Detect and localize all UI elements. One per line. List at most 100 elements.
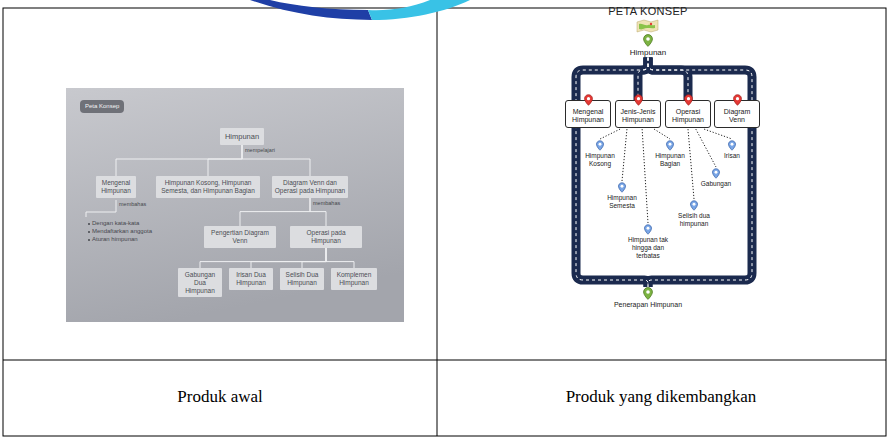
dotted-connector (622, 129, 627, 181)
concept-box: Himpunan (220, 128, 264, 145)
map-pin (643, 287, 653, 300)
map-icon (637, 20, 658, 32)
node-text: Selisih dua himpunan (676, 212, 712, 228)
concept-box: Irisan Dua Himpunan (229, 268, 273, 290)
concept-box: Mengenal Himpunan (96, 176, 136, 198)
node-text: Diagram Venn dan Operasi pada Himpunan (274, 179, 346, 195)
dotted-connector (696, 129, 716, 167)
table-border (3, 8, 886, 436)
node-text: Selisih Dua Himpunan (282, 271, 322, 287)
tree-line (251, 248, 326, 268)
node-text: Peta Konsep (85, 103, 119, 110)
watermark-swoosh (368, 0, 470, 20)
map-pin (643, 34, 653, 47)
concept-box: Diagram Venn dan Operasi pada Himpunan (272, 176, 348, 198)
node-text: Himpunan (222, 132, 262, 141)
dotted-connector (600, 129, 620, 139)
node-text: Himpunan Kosong (582, 152, 618, 168)
map-pin (596, 140, 604, 151)
subtopic-pin: Himpunan Kosong (582, 140, 618, 168)
start-pin: Himpunan (630, 34, 666, 58)
topic-box: Jenis-Jenis Himpunan (615, 100, 661, 128)
tree-line (208, 145, 242, 176)
watermark-swoosh (250, 0, 372, 20)
road-connector (648, 125, 752, 287)
map-pin (690, 200, 698, 211)
table-column-line (437, 8, 438, 436)
topic-box: Operasi Himpunan (665, 100, 711, 128)
node-text: Himpunan tak hingga dan terbatas (625, 236, 671, 259)
map-pin (584, 94, 593, 106)
edge-label: mempelajari (245, 147, 275, 153)
topic-box: Diagram Venn (714, 100, 760, 128)
link-label: membahas (119, 201, 146, 207)
node-text: Himpunan Bagian (653, 152, 687, 168)
concept-box: Himpunan Kosong, Himpunan Semesta, dan H… (156, 176, 260, 198)
table-cell: Produk awal (177, 387, 262, 407)
subtopic-pin: Himpunan Bagian (653, 140, 687, 168)
map-pin (634, 94, 643, 106)
dotted-connector (688, 129, 694, 199)
concept-box: Pengertian Diagram Venn (204, 226, 276, 248)
node-text: Diagram Venn (717, 108, 757, 124)
leader-line (86, 200, 116, 217)
node-text: Gabungan Dua Himpunan (180, 271, 220, 294)
node-text: Irisan (720, 152, 744, 160)
table-row-line (3, 360, 886, 361)
tree-line (242, 145, 310, 176)
book-photo (66, 88, 404, 322)
bullet-item: Mendaftarkan anggota (92, 228, 152, 234)
node-text: Irisan Dua Himpunan (231, 271, 271, 287)
concept-box: Operasi pada Himpunan (290, 226, 362, 248)
dotted-connector (704, 129, 732, 139)
node-text: Komplemen Himpunan (333, 271, 375, 287)
map-pin (666, 140, 674, 151)
node-text: Jenis-Jenis Himpunan (618, 108, 658, 124)
table-cell: Produk yang dikembangkan (566, 387, 757, 407)
bullet-item: Dengan kata-kata (92, 220, 139, 226)
end-pin: Penerapan Himpunan (614, 287, 682, 309)
road-centerline (648, 58, 688, 103)
concept-box: Selisih Dua Himpunan (280, 268, 324, 290)
edge-label: membahas (313, 200, 340, 206)
road-centerline (648, 125, 752, 287)
dotted-connector (642, 129, 648, 223)
node-text: Himpunan Kosong, Himpunan Semesta, dan H… (158, 179, 258, 195)
section-tag: Peta Konsep (80, 100, 124, 113)
map-pin (644, 224, 652, 235)
road-connector (648, 58, 688, 103)
node-text: Mengenal Himpunan (568, 108, 608, 124)
topic-box: Mengenal Himpunan (565, 100, 611, 128)
tree-line (302, 248, 326, 268)
subtopic-pin: Irisan (720, 140, 744, 160)
road-connector (576, 125, 648, 287)
road-centerline (576, 125, 648, 287)
node-text: Pengertian Diagram Venn (206, 229, 274, 245)
map-pin (712, 168, 720, 179)
subtopic-pin: Himpunan Semesta (604, 182, 640, 210)
subtopic-pin: Himpunan tak hingga dan terbatas (625, 224, 671, 259)
dotted-connector (654, 129, 670, 139)
node-text: Gabungan (698, 180, 734, 188)
subtopic-pin: Gabungan (698, 168, 734, 188)
map-pin (684, 94, 693, 106)
node-text: Penerapan Himpunan (614, 301, 682, 309)
tree-line (200, 248, 326, 268)
diagram-title: PETA KONSEP (608, 5, 688, 17)
tree-line (240, 198, 310, 226)
node-text: Mengenal Himpunan (98, 179, 134, 195)
node-text: Himpunan (630, 48, 666, 58)
map-pin (618, 182, 626, 193)
subtopic-pin: Selisih dua himpunan (676, 200, 712, 228)
node-text: Operasi Himpunan (668, 108, 708, 124)
tree-line (326, 248, 354, 268)
map-pin (733, 94, 742, 106)
map-pin (728, 140, 736, 151)
concept-box: Gabungan Dua Himpunan (178, 268, 222, 297)
concept-box: Komplemen Himpunan (331, 268, 377, 290)
bullet-item: Aturan himpunan (92, 236, 138, 242)
node-text: Himpunan Semesta (604, 194, 640, 210)
tree-line (116, 145, 242, 176)
node-text: Operasi pada Himpunan (292, 229, 360, 245)
